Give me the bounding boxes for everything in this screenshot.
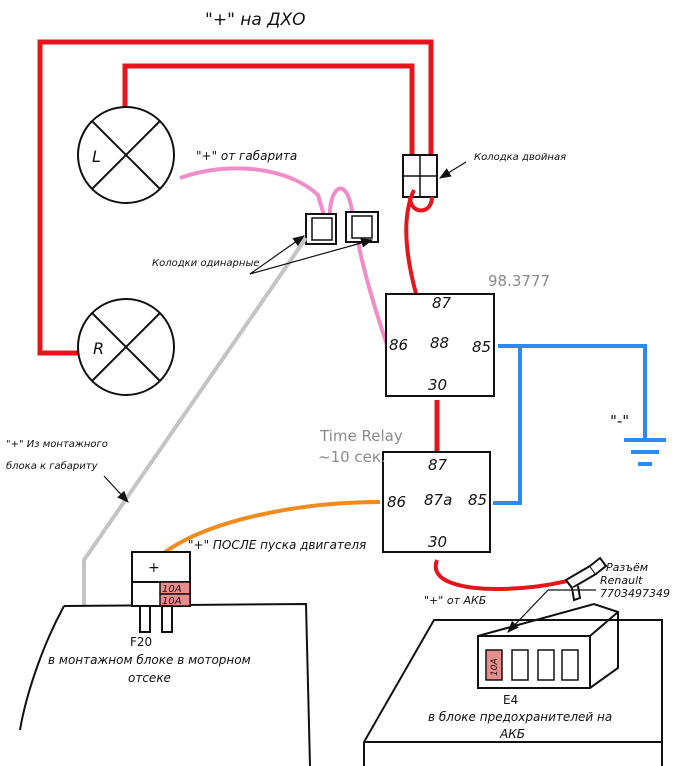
f20-desc-1: в монтажном блоке в моторном — [48, 653, 251, 667]
arrow-single-2 — [249, 238, 374, 275]
relay1-name: 98.3777 — [488, 272, 550, 290]
ground-symbol — [624, 438, 666, 466]
label-after-engine-start: "+" ПОСЛЕ пуска двигателя — [188, 538, 366, 552]
lamp-right: R — [77, 298, 175, 396]
f20-name: F20 — [130, 635, 152, 649]
label-from-mount-1: "+" Из монтажного — [6, 439, 108, 450]
arrow-e4 — [507, 589, 549, 633]
e4-desc-2: АКБ — [499, 727, 525, 741]
relay1-pin-87: 87 — [432, 294, 452, 312]
arrow-double-connector — [438, 161, 467, 179]
arrow-mount — [103, 475, 129, 503]
relay2-pin-87a: 87a — [424, 491, 452, 509]
fuse-rating-2: 10A — [162, 596, 182, 607]
relay1-pin-30: 30 — [428, 376, 447, 394]
label-single-connectors: Колодки одинарные — [152, 258, 260, 269]
f20-desc-2: отсеке — [128, 671, 171, 685]
time-relay: 87 86 87a 85 30 — [382, 451, 491, 553]
lamp-right-label: R — [93, 339, 104, 358]
fuse-rating-1: 10A — [162, 584, 182, 595]
renault-label-1: Разъём — [606, 561, 648, 574]
red-loop-double — [408, 196, 434, 213]
label-plus-from-akb: "+" от АКБ — [424, 594, 486, 607]
e4-fuse-rating: 10A — [490, 658, 500, 676]
blue-wire-85-top — [498, 344, 647, 440]
relay2-pin-85: 85 — [468, 491, 487, 509]
label-double-connector: Колодка двойная — [474, 152, 566, 163]
pink-wire-to-86 — [327, 186, 390, 349]
relay1-pin-86: 86 — [389, 336, 408, 354]
time-relay-label-1: Time Relay — [319, 427, 403, 445]
fuse-f20: + 10A 10A — [131, 551, 191, 633]
pink-wire-gabarit — [179, 166, 328, 223]
label-from-mount-2: блока к габариту — [6, 460, 99, 472]
time-relay-label-2: ~10 сек. — [318, 448, 386, 466]
orange-wire-after-start — [158, 500, 381, 558]
arrow-single-1 — [249, 235, 305, 275]
single-connectors — [305, 211, 379, 245]
relay2-pin-87: 87 — [428, 456, 448, 474]
renault-connector — [564, 556, 608, 602]
gray-wire-mount — [82, 236, 308, 606]
renault-label-2: Renault — [600, 574, 643, 587]
relay1-pin-85: 85 — [472, 338, 491, 356]
red-wire-outer — [37, 39, 434, 356]
blue-wire-85-bottom — [493, 346, 522, 505]
fuse-plus: + — [148, 560, 160, 576]
double-connector — [402, 154, 438, 198]
relay2-pin-30: 30 — [428, 533, 447, 551]
minus-label: "-" — [610, 412, 629, 430]
lamp-left-label: L — [92, 147, 101, 166]
title: "+" на ДХО — [205, 10, 306, 30]
renault-label-3: 7703497349 — [600, 587, 670, 600]
relay1-pin-88: 88 — [430, 334, 449, 352]
lamp-left: L — [77, 106, 175, 204]
e4-desc-1: в блоке предохранителей на — [428, 710, 612, 724]
relay-98-3777: 87 86 88 85 30 — [385, 293, 495, 397]
relay2-pin-86: 86 — [387, 493, 406, 511]
akb-surface — [363, 619, 663, 766]
e4-name: E4 — [503, 693, 518, 707]
akb-fuse-block: 10A — [477, 602, 619, 689]
label-plus-from-gabarit: "+" от габарита — [196, 149, 297, 163]
red-wire-inner — [122, 63, 415, 160]
